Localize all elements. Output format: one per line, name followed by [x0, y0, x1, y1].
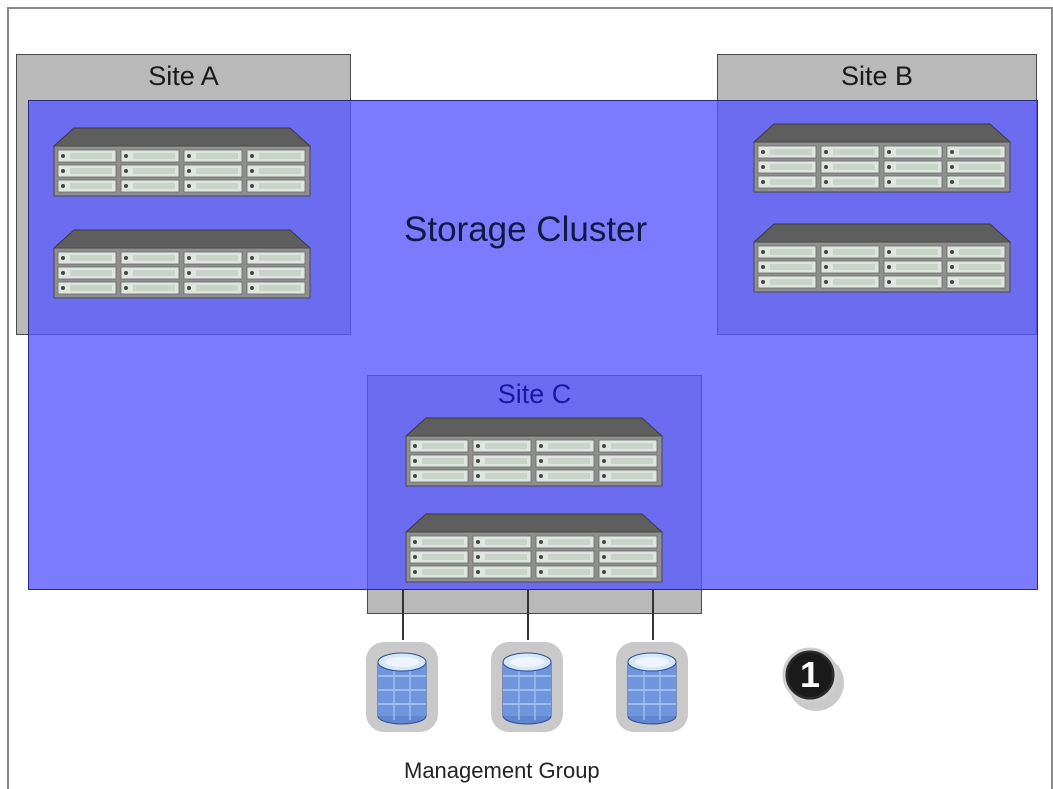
storage-server-icon	[404, 510, 664, 586]
site-b-label: Site B	[840, 61, 914, 91]
connector-line	[402, 590, 404, 640]
diagram-frame-top	[7, 7, 1053, 9]
database-disk-icon	[487, 636, 567, 736]
numbered-callout-icon: 1	[782, 647, 848, 713]
diagram-frame-right	[1051, 7, 1053, 789]
storage-server-icon	[52, 226, 312, 302]
connector-line	[652, 590, 654, 640]
site-a-label: Site A	[148, 61, 219, 91]
diagram-frame-left	[7, 7, 9, 789]
storage-server-icon	[404, 414, 664, 490]
storage-server-icon	[52, 124, 312, 200]
site-c-label: Site C	[497, 379, 572, 409]
database-disk-icon	[612, 636, 692, 736]
storage-cluster-label: Storage Cluster	[404, 210, 648, 249]
storage-server-icon	[752, 220, 1012, 296]
database-disk-icon	[362, 636, 442, 736]
callout-number: 1	[799, 654, 821, 695]
connector-line	[527, 590, 529, 640]
management-group-label: Management Group	[404, 758, 600, 783]
storage-server-icon	[752, 120, 1012, 196]
